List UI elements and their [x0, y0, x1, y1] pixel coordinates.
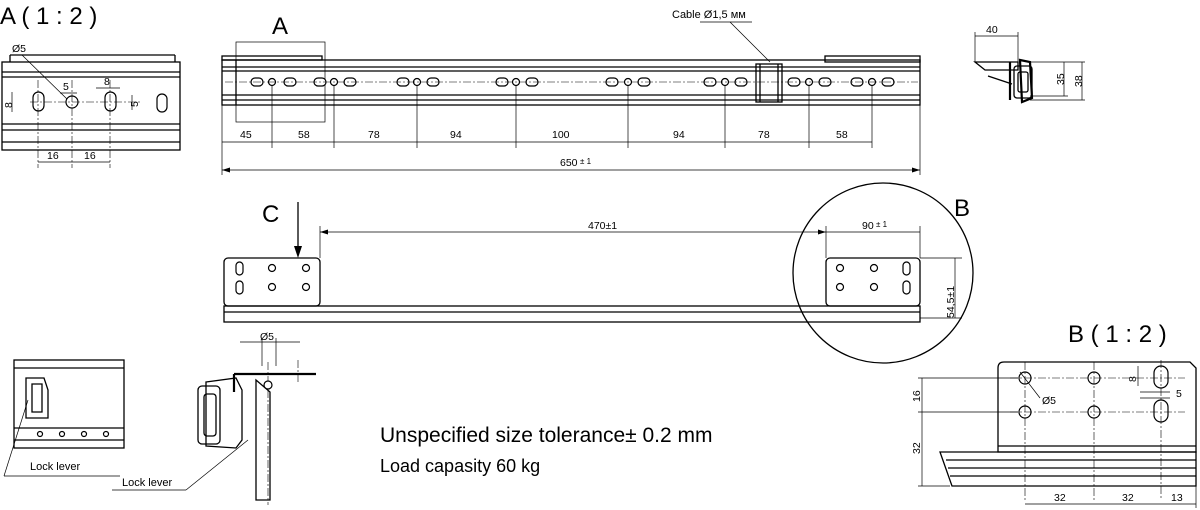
detail-a-hole-dim: Ø5: [12, 43, 26, 55]
dim-470: 470±1: [588, 220, 617, 232]
callout-a: A: [272, 13, 288, 40]
lock-lever-left-view: Lock lever: [3, 359, 125, 477]
detail-b-title: B ( 1 : 2 ): [1068, 321, 1167, 348]
callout-c: C: [262, 201, 279, 228]
callout-b: B: [954, 195, 970, 222]
detail-a-dim-8-left: 8: [3, 102, 15, 108]
dim-90: 90: [862, 220, 874, 232]
detail-b-hole-dim: Ø5: [1042, 395, 1056, 407]
lock-lever-label-1: Lock lever: [30, 461, 80, 473]
side-dim-40: 40: [986, 24, 998, 36]
detail-b-dim-32-a: 32: [1054, 492, 1066, 504]
detail-b-dim-8: 8: [1127, 376, 1139, 382]
dim-seg-45: 45: [240, 129, 252, 141]
tolerance-note: Unspecified size tolerance± 0.2 mm: [380, 424, 713, 447]
detail-b-dim-32-v: 32: [911, 442, 923, 454]
dim-total-tol: ± 1: [580, 157, 592, 166]
side-profile-view: 40 35 38: [973, 24, 1085, 104]
detail-b-dim-13: 13: [1171, 492, 1183, 504]
dim-seg-58a: 58: [298, 129, 310, 141]
detail-b-dim-16: 16: [911, 390, 923, 402]
dim-seg-78b: 78: [758, 129, 770, 141]
dim-seg-58b: 58: [836, 129, 848, 141]
cable-label: Cable Ø1,5 мм: [672, 9, 746, 21]
lock-lever-label-2: Lock lever: [122, 477, 172, 489]
detail-b-dim-32-b: 32: [1122, 492, 1134, 504]
main-rail-view: A: [221, 9, 921, 175]
detail-b-dim-5: 5: [1176, 388, 1182, 400]
dim-seg-94a: 94: [450, 129, 462, 141]
side-dim-38: 38: [1073, 75, 1085, 87]
detail-a-dim-5: 5: [63, 81, 69, 93]
detail-a-view: A ( 1 : 2 ) Ø5 5 8 8 5 16 16: [0, 3, 181, 168]
detail-a-dim-5-right: 5: [129, 101, 141, 107]
dim-seg-100: 100: [552, 129, 570, 141]
dim-total: 650: [560, 157, 578, 169]
dim-90-tol: ± 1: [876, 220, 888, 229]
dim-54-5: 54,5±1: [945, 286, 957, 318]
dim-seg-78a: 78: [368, 129, 380, 141]
detail-b-view: B ( 1 : 2 ) Ø5 16 32 8 5 32: [911, 321, 1197, 508]
section-hole-dim: Ø5: [260, 331, 274, 343]
view-c: C B 470±1 90 ± 1: [223, 182, 974, 364]
detail-a-dim-16-right: 16: [84, 150, 96, 162]
detail-a-title: A ( 1 : 2 ): [0, 3, 97, 30]
detail-a-dim-8-top: 8: [104, 76, 110, 88]
lock-lever-section-view: Ø5 Lock lever: [112, 331, 316, 505]
detail-a-dim-16-left: 16: [47, 150, 59, 162]
dim-seg-94b: 94: [673, 129, 685, 141]
side-dim-35: 35: [1055, 73, 1067, 85]
load-note: Load capasity 60 kg: [380, 456, 540, 476]
